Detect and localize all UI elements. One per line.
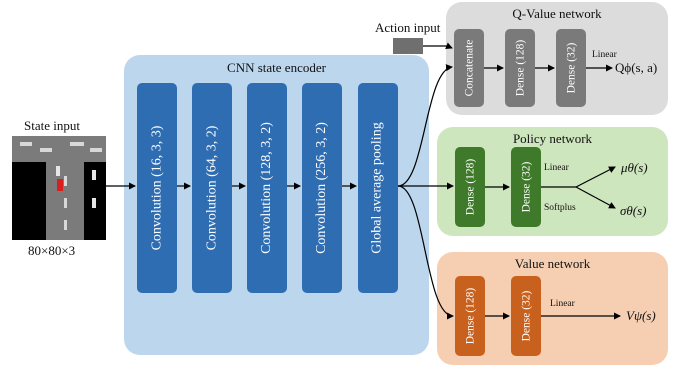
- conv-layer-2: Convolution (64, 3, 2): [192, 83, 232, 293]
- cnn-encoder-title: CNN state encoder: [227, 60, 326, 75]
- value-linear-label: Linear: [550, 299, 575, 309]
- value-dense-128-layer: Dense (128): [455, 276, 485, 356]
- state-input-image: [12, 136, 106, 240]
- policy-sigma-output: σθ(s): [620, 203, 647, 218]
- action-input-label: Action input: [375, 20, 441, 35]
- action-input-block: [393, 38, 423, 54]
- policy-mu-output: μθ(s): [621, 160, 648, 175]
- policy-dense-128-layer: Dense (128): [455, 147, 485, 227]
- q-concatenate-layer: Concatenate: [454, 29, 484, 107]
- policy-linear-label: Linear: [544, 163, 569, 173]
- conv-layer-4: Convolution (256, 3, 2): [302, 83, 342, 293]
- value-network-title: Value network: [514, 256, 591, 271]
- value-dense-32-layer: Dense (32): [511, 276, 541, 356]
- state-input-size: 80×80×3: [28, 243, 76, 258]
- q-dense-32-layer: Dense (32): [556, 29, 586, 107]
- global-average-pooling-layer: Global average pooling: [358, 83, 398, 293]
- conv-layer-1: Convolution (16, 3, 3): [137, 83, 177, 293]
- value-output: Vψ(s): [626, 308, 656, 323]
- policy-dense-32-layer: Dense (32): [511, 147, 541, 227]
- state-input-label: State input: [24, 118, 80, 133]
- q-linear-label: Linear: [592, 50, 617, 60]
- q-dense-128-layer: Dense (128): [505, 29, 535, 107]
- policy-network-title: Policy network: [512, 131, 593, 146]
- q-network-title: Q-Value network: [512, 6, 602, 21]
- q-value-output: Qϕ(s, a): [615, 60, 658, 75]
- conv-layer-3: Convolution (128, 3, 2): [247, 83, 287, 293]
- policy-softplus-label: Softplus: [544, 203, 576, 213]
